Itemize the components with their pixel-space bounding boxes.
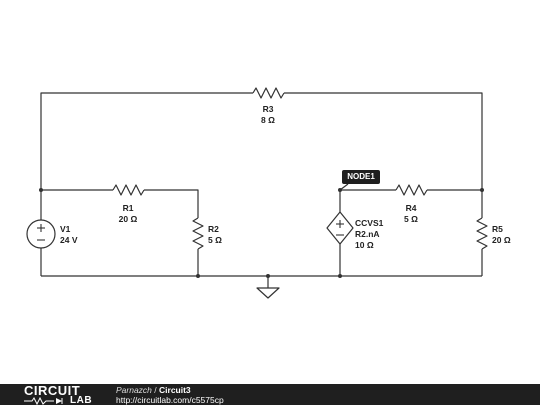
r2-name: R2 xyxy=(208,224,219,234)
wire-top-right xyxy=(284,92,483,190)
ccvs1-expr: R2.nA xyxy=(355,229,380,239)
wire-top xyxy=(40,92,253,190)
logo-bottom-text: LAB xyxy=(70,395,93,406)
junction-dot xyxy=(266,274,270,278)
v1-name: V1 xyxy=(60,224,71,234)
junction-dot xyxy=(39,188,43,192)
r5-name: R5 xyxy=(492,224,503,234)
r4-name: R4 xyxy=(405,203,417,213)
resistor-r2-symbol xyxy=(192,217,204,250)
ccvs1-name: CCVS1 xyxy=(355,218,384,228)
r4-value: 5 Ω xyxy=(404,214,418,224)
r5-value: 20 Ω xyxy=(492,235,511,245)
junction-dot xyxy=(338,188,342,192)
resistor-r1-symbol xyxy=(112,184,145,196)
circuit-url-link[interactable]: http://circuitlab.com/c5575cp xyxy=(116,395,224,405)
v1-value: 24 V xyxy=(60,235,78,245)
junction-dot xyxy=(196,274,200,278)
circuit-name[interactable]: Circuit3 xyxy=(159,385,191,395)
ccvs1-label: CCVS1 R2.nA 10 Ω xyxy=(355,218,383,251)
r2-value: 5 Ω xyxy=(208,235,222,245)
resistor-r5-symbol xyxy=(476,217,488,250)
r4-label: R4 5 Ω xyxy=(393,203,429,225)
resistor-r3-symbol xyxy=(252,87,285,99)
footer-bar xyxy=(0,384,540,405)
author-name[interactable]: Parnazch xyxy=(116,385,152,395)
r3-value: 8 Ω xyxy=(261,115,275,125)
r2-label: R2 5 Ω xyxy=(208,224,222,246)
junction-dot xyxy=(338,274,342,278)
wire-ccvs-top xyxy=(339,189,396,212)
logo-top-text: CIRCUIT xyxy=(24,383,81,398)
resistor-r4-symbol xyxy=(395,184,428,196)
r1-name: R1 xyxy=(122,203,134,213)
path-separator: / xyxy=(151,385,160,395)
circuitlab-logo[interactable]: CIRCUIT LAB xyxy=(24,383,104,406)
r3-label: R3 8 Ω xyxy=(250,104,286,126)
r1-label: R1 20 Ω xyxy=(110,203,146,225)
r1-value: 20 Ω xyxy=(118,214,138,224)
junction-dot xyxy=(480,188,484,192)
author-line: Parnazch / Circuit3 xyxy=(116,385,191,395)
node-label: NODE1 xyxy=(342,170,380,184)
ground-symbol xyxy=(256,287,280,299)
v1-label: V1 24 V xyxy=(60,224,78,246)
r5-label: R5 20 Ω xyxy=(492,224,511,246)
r3-name: R3 xyxy=(262,104,274,114)
ccvs1-value: 10 Ω xyxy=(355,240,374,250)
logo-wire-icon xyxy=(24,397,63,405)
wire-r1-right xyxy=(144,189,199,218)
